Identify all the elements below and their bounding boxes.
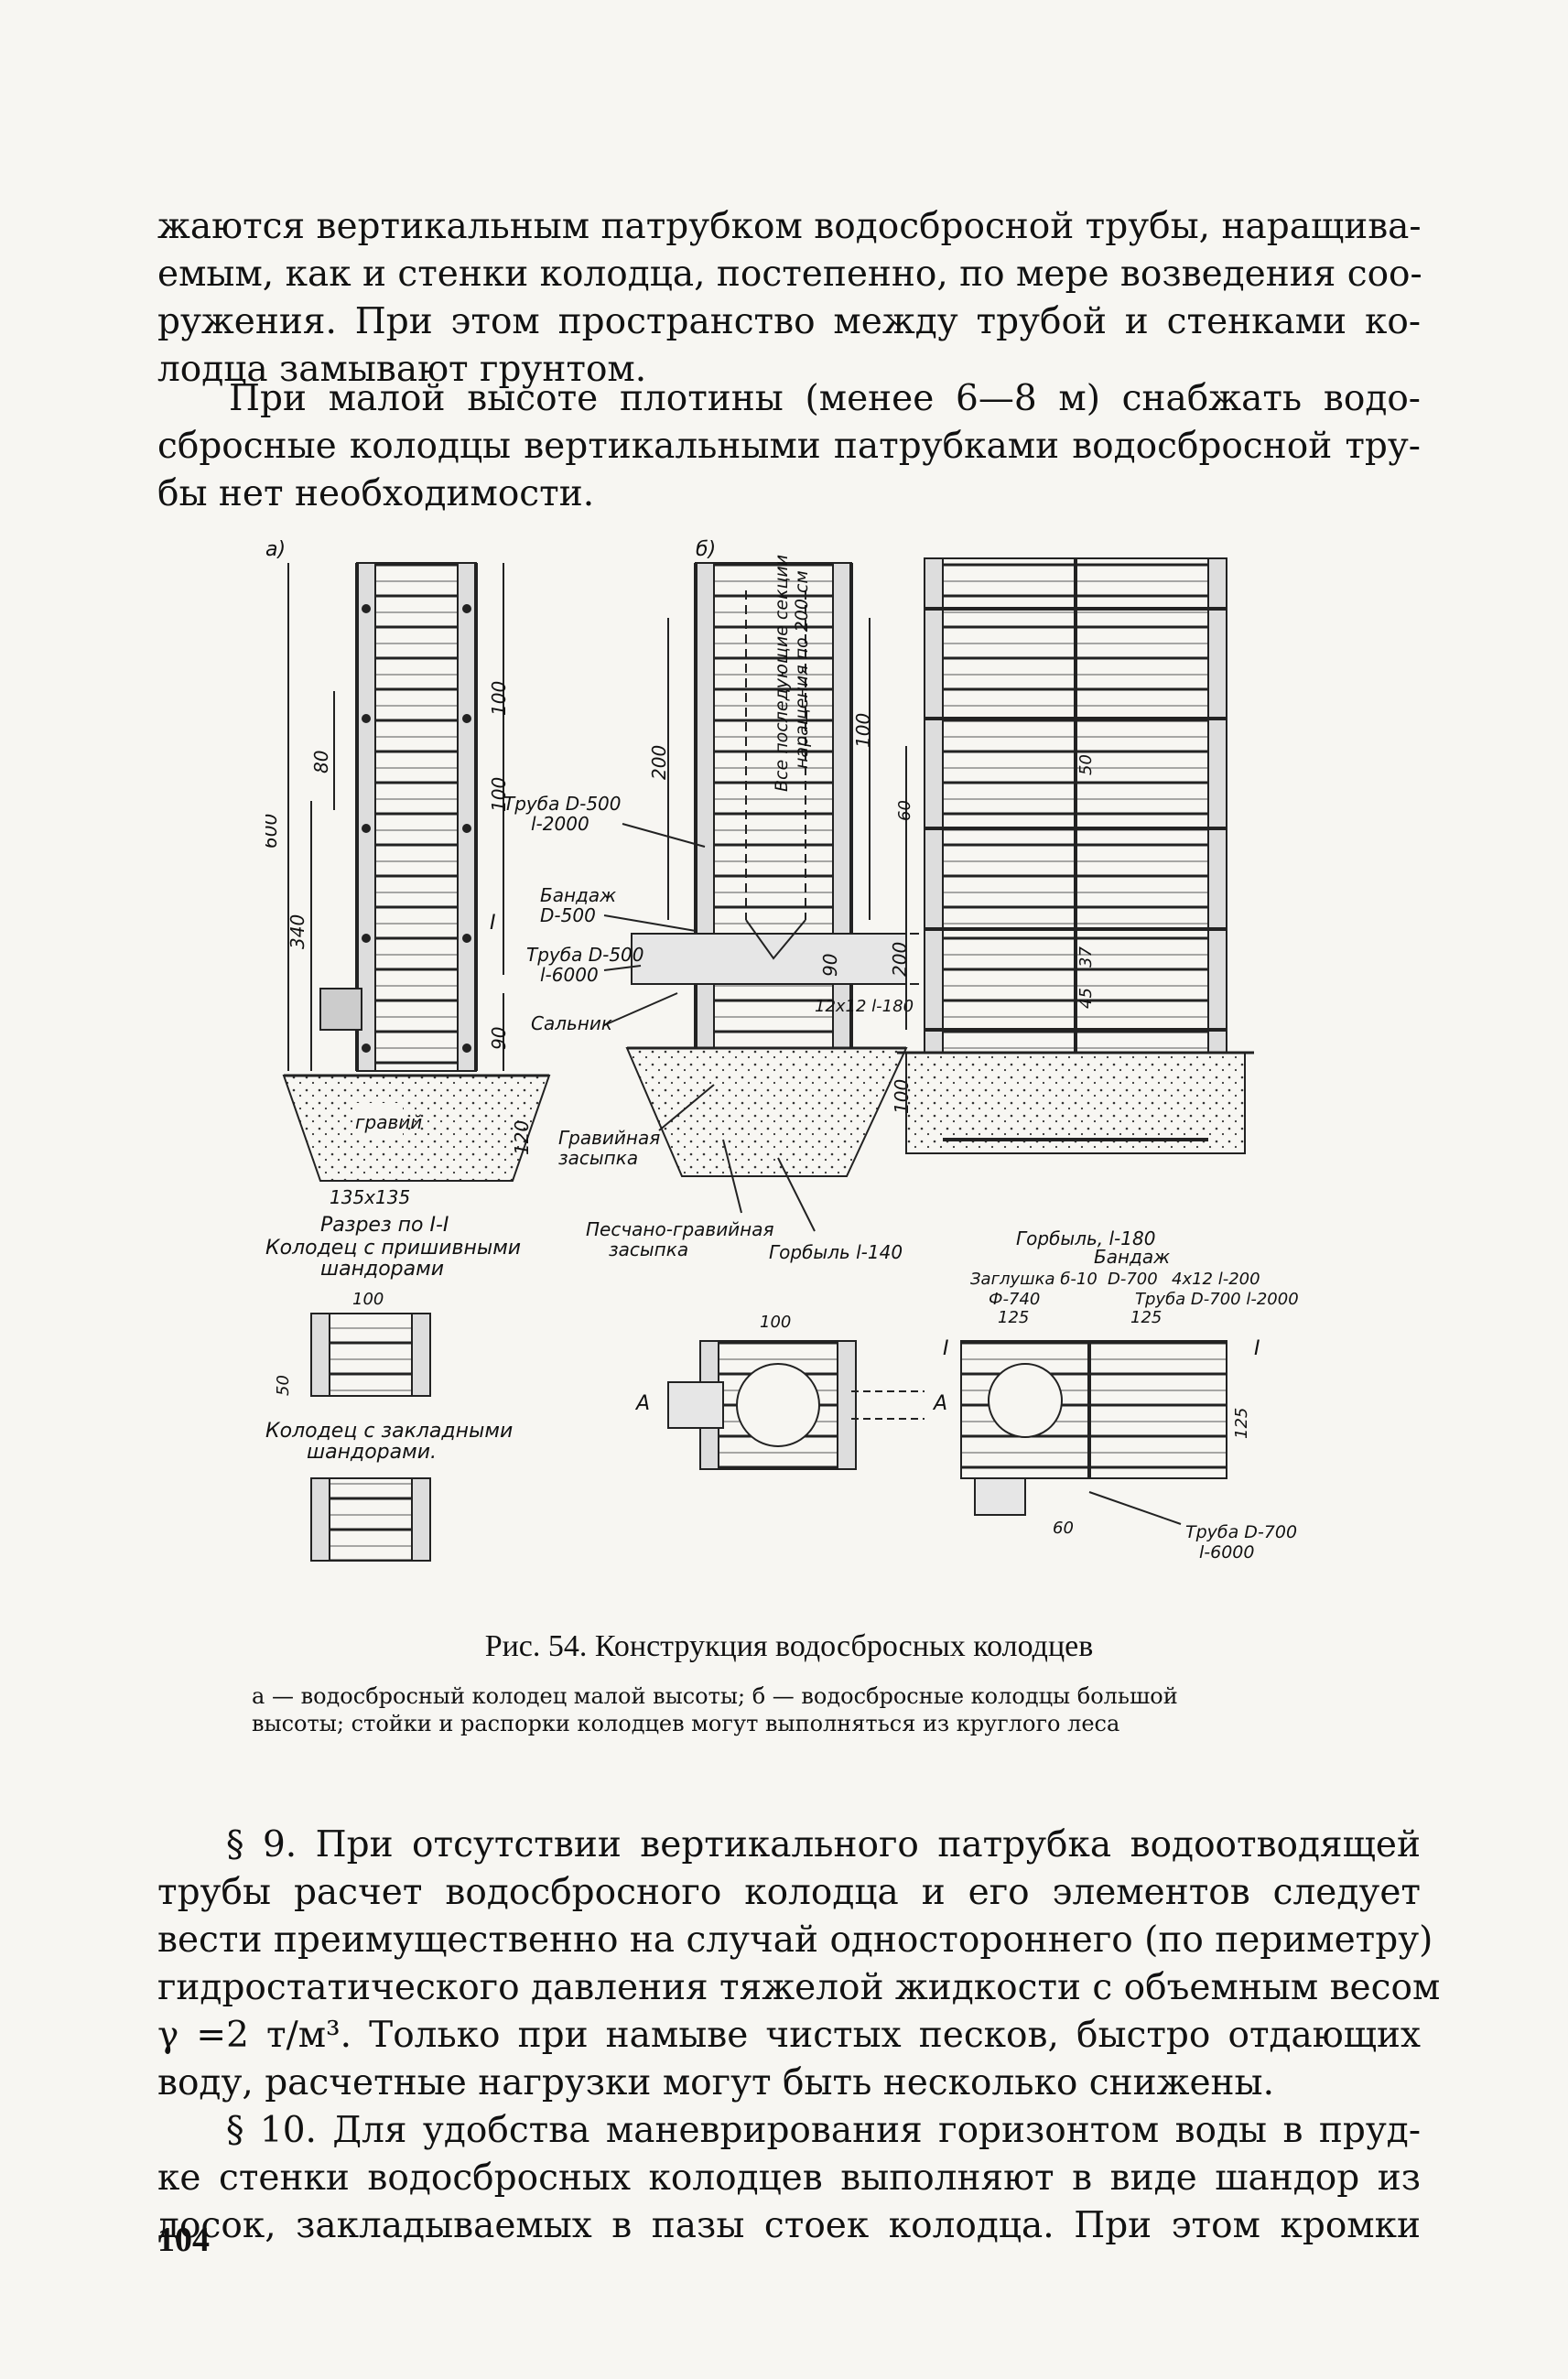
- mark-i-right: I: [1254, 1337, 1260, 1360]
- text-line: сбросные колодцы вертикальными патрубкам…: [157, 426, 1421, 467]
- well-nailed-line1: Колодец с пришивными: [265, 1237, 521, 1260]
- well-laid-line1: Колодец с закладными: [265, 1420, 513, 1443]
- dim-12x12: 12x12 l-180: [815, 997, 914, 1016]
- dim-125-vert: 125: [1232, 1408, 1251, 1439]
- plug-line2: Ф-740: [989, 1290, 1040, 1309]
- text-line: гидростатического давления тяжелой жидко…: [157, 1967, 1441, 2008]
- text-line: бы нет необходимости.: [157, 473, 595, 514]
- dim-60-plan: 60: [1053, 1519, 1074, 1538]
- paragraph-section-10: § 10. Для удобства маневрирования горизо…: [157, 2107, 1421, 2250]
- dim-135: 135x135: [330, 1186, 410, 1208]
- dim-80: 80: [310, 751, 332, 773]
- paragraph-section-9: § 9. При отсутствии вертикального патруб…: [157, 1822, 1441, 2107]
- dim-600: 600: [265, 814, 281, 849]
- dim-340: 340: [287, 914, 308, 949]
- dim-50-elev: 50: [1076, 754, 1096, 775]
- pipe-500-line1: Труба D-500: [503, 793, 622, 815]
- d700-label: D-700: [1108, 1270, 1158, 1289]
- vertical-note-line1: Все последующие секции: [772, 555, 792, 792]
- text-line: вести преимущественно на случай одностор…: [157, 1919, 1433, 1961]
- panel-a-label: а): [265, 538, 286, 561]
- pipe-500-line2: l-2000: [531, 813, 589, 835]
- paragraph-continuation: жаются вертикальным патрубком водосбросн…: [157, 203, 1422, 394]
- panel-a-elevation: гравий 600 340 80 100 100 90 120 I 135x1…: [265, 562, 551, 1208]
- text-line: лодца замывают грунтом.: [157, 349, 647, 390]
- figure-caption-note: а — водосбросный колодец малой высоты; б…: [252, 1682, 1323, 1737]
- panel-a-plans: Разрез по I-I Колодец с пришивными шандо…: [265, 1214, 521, 1562]
- figure-caption: Рис. 54. Конструкция водосбросных колодц…: [484, 1629, 1094, 1663]
- gravel-fill-line1: Гравийная: [558, 1127, 660, 1149]
- well-nailed-line2: шандорами: [320, 1258, 444, 1281]
- mark-a-right: А: [932, 1392, 947, 1415]
- text-line: жаются вертикальным патрубком водосбросн…: [157, 206, 1422, 247]
- gravel-label: гравий: [355, 1111, 422, 1133]
- dim-200-b: 200: [648, 745, 670, 780]
- text-line: досок, закладываемых в пазы стоек колодц…: [157, 2205, 1421, 2246]
- slab-180-label: Горбыль, l-180: [1016, 1227, 1155, 1249]
- well-laid-line2: шандорами.: [307, 1441, 437, 1464]
- text-line: ке стенки водосбросных колодцев выполняю…: [157, 2157, 1421, 2199]
- text-line: воду, расчетные нагрузки могут быть неск…: [157, 2062, 1274, 2103]
- bandage-b-label: Бандаж: [1094, 1246, 1170, 1268]
- dim-100-b: 100: [852, 713, 874, 748]
- section-caption: Разрез по I-I: [320, 1214, 449, 1237]
- pipe-700b-line2: l-6000: [1199, 1542, 1255, 1563]
- dim-100-a2: 100: [488, 777, 510, 812]
- page-number: 104: [157, 2221, 210, 2259]
- gland-label: Сальник: [531, 1012, 612, 1034]
- text-line: γ =2 т/м³. Только при намыве чистых песк…: [157, 2015, 1421, 2056]
- text-line: § 10. Для удобства маневрирования горизо…: [226, 2110, 1421, 2151]
- dim-125-right: 125: [1130, 1308, 1162, 1327]
- bandage-line2: D-500: [540, 904, 596, 926]
- pipe-700b-line1: Труба D-700: [1185, 1522, 1297, 1542]
- pipe-500b-line1: Труба D-500: [526, 944, 644, 966]
- mark-i-left: I: [943, 1337, 949, 1360]
- pipe-700-label: Труба D-700 l-2000: [1135, 1290, 1299, 1309]
- panel-b-label: б): [696, 538, 716, 561]
- caption-note-line: высоты; стойки и распорки колодцев могут…: [252, 1711, 1120, 1736]
- gravel-fill-line2: засыпка: [558, 1147, 638, 1169]
- dim-90-a: 90: [488, 1027, 510, 1050]
- dim-50-plan: 50: [274, 1375, 293, 1396]
- text-line: При малой высоте плотины (менее 6—8 м) с…: [229, 378, 1421, 419]
- dim-45-elev: 45: [1076, 988, 1096, 1009]
- text-line: емым, как и стенки колодца, постепенно, …: [157, 254, 1422, 295]
- vertical-note-line2: наращения по 200 см: [792, 570, 812, 769]
- dim-100-a: 100: [488, 681, 510, 716]
- sand-gravel-line1: Песчано-гравийная: [586, 1218, 774, 1240]
- panel-b-elevation: 200 60 50 45 37 Все последующие секции н…: [772, 555, 1254, 1268]
- dim-60-elev: 60: [895, 800, 914, 821]
- caption-note-line: а — водосбросный колодец малой высоты; б…: [252, 1683, 1178, 1709]
- sand-gravel-line2: засыпка: [609, 1238, 688, 1260]
- dim-4x12: 4x12 l-200: [1172, 1270, 1260, 1289]
- section-mark-i: I: [490, 912, 496, 935]
- panel-b-section: 200 100 90 100 12x12 l-180 Труба D-500 l…: [503, 562, 925, 1263]
- paragraph-dam-height: При малой высоте плотины (менее 6—8 м) с…: [157, 375, 1421, 518]
- dim-100-plan: 100: [352, 1290, 384, 1309]
- dim-125-left: 125: [998, 1308, 1029, 1327]
- figure-well-construction: а) б) гравий 600 340 80 100 100: [265, 538, 1299, 1563]
- pipe-500b-line2: l-6000: [540, 964, 599, 986]
- bandage-line1: Бандаж: [540, 884, 616, 906]
- text-line: ружения. При этом пространство между тру…: [157, 301, 1421, 342]
- plug-line1: Заглушка б-10: [970, 1270, 1098, 1289]
- mark-a-left: А: [634, 1392, 650, 1415]
- dim-90-b: 90: [819, 954, 841, 977]
- dim-200-elev: 200: [889, 942, 911, 977]
- dim-37-elev: 37: [1076, 946, 1096, 968]
- text-line: § 9. При отсутствии вертикального патруб…: [226, 1824, 1421, 1865]
- dim-120-a: 120: [511, 1120, 533, 1155]
- dim-100-planb: 100: [760, 1313, 791, 1332]
- slab-140-label: Горбыль l-140: [769, 1241, 903, 1263]
- panel-b-plans: 100 А А 125 125 125 60 I I Заглушка б-10…: [634, 1270, 1299, 1563]
- text-line: трубы расчет водосбросного колодца и его…: [157, 1872, 1421, 1913]
